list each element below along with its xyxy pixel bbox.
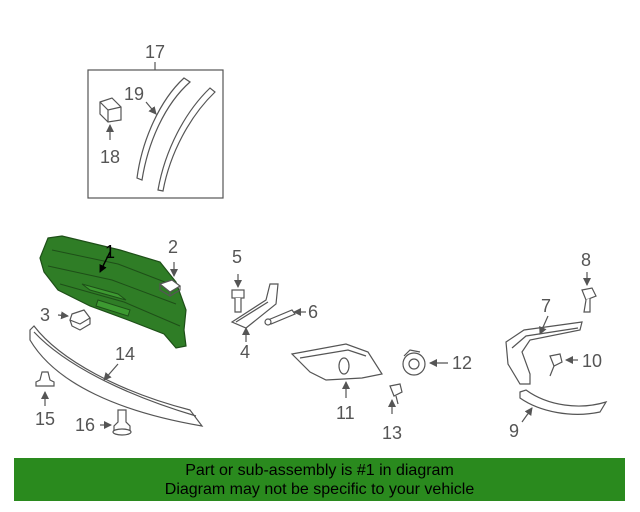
callout-5: 5 [232,247,242,267]
part-8-bolt [581,287,597,313]
part-16-push-pin [112,409,132,436]
part-14-lower-trim [29,325,204,427]
part-3-nut [69,309,91,331]
part-9-lower-strip [519,389,608,415]
callout-12: 12 [452,353,472,373]
callout-7: 7 [541,296,551,316]
callout-17: 17 [145,42,165,62]
part-5-bolt [231,289,245,313]
part-18-clip [99,97,122,123]
info-banner: Part or sub-assembly is #1 in diagram Di… [14,458,625,501]
callout-10: 10 [582,351,602,371]
part-7-corner-trim [505,321,583,385]
part-1-bumper-reinforcement [39,235,187,349]
callout-11: 11 [336,403,355,423]
callout-19: 19 [124,84,144,104]
part-11-cover [290,343,383,381]
callout-9: 9 [509,421,519,441]
callout-16: 16 [75,415,95,435]
callout-14: 14 [115,344,135,364]
part-12-fog-lamp [402,349,426,376]
exploded-parts-diagram: 1 2 3 4 5 6 7 8 9 10 11 12 13 14 15 16 1… [29,42,608,443]
part-19-moulding [136,77,216,192]
callout-6: 6 [308,302,318,322]
callout-4: 4 [240,342,250,362]
callout-13: 13 [382,423,402,443]
callout-1: 1 [105,242,115,262]
inset-box-17 [87,62,224,199]
part-15-clip [35,371,55,387]
callout-18: 18 [100,147,120,167]
callout-15: 15 [35,409,55,429]
banner-line-1: Part or sub-assembly is #1 in diagram [185,462,454,479]
part-10-screw [549,353,563,377]
callout-3: 3 [40,305,50,325]
part-2-bolt [158,279,182,297]
part-6-sensor [264,309,296,326]
part-13-screw [389,383,403,405]
callout-8: 8 [581,250,591,270]
callout-2: 2 [168,237,178,257]
banner-line-2: Diagram may not be specific to your vehi… [164,481,475,498]
